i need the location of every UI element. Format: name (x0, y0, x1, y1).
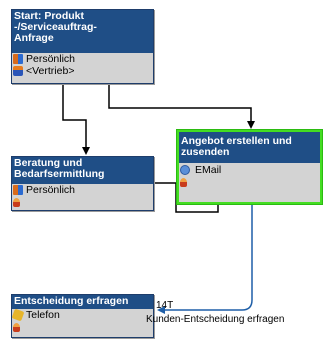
persons-icon (13, 54, 23, 64)
node-angebot-erstellen-zusenden[interactable]: Angebot erstellen und zusenden EMail (177, 130, 322, 204)
edge-start-to-angebot[interactable] (108, 83, 255, 129)
node-angebot-row-channel: EMail (179, 164, 320, 176)
channel-label: EMail (195, 164, 222, 176)
node-beratung-bedarfsermittlung[interactable]: Beratung und Bedarfsermittlung Persönlic… (11, 156, 154, 211)
node-beratung-row-person (12, 196, 153, 208)
node-angebot-row-person (179, 176, 320, 188)
node-start-title-line: Anfrage (14, 32, 54, 44)
node-angebot-title-line: zusenden (181, 146, 230, 158)
email-icon (180, 165, 190, 175)
node-angebot-title-line: Angebot erstellen und (181, 135, 292, 147)
node-start-row-role: <Vertrieb> (12, 65, 153, 77)
person-icon (13, 197, 20, 207)
node-start-title-line: -/Serviceauftrag- (14, 21, 97, 33)
channel-label: Persönlich (26, 53, 76, 65)
node-beratung-title-line: Bedarfsermittlung (14, 168, 105, 180)
node-entscheidung-header: Entscheidung erfragen (12, 295, 153, 309)
node-start-header: Start: Produkt -/Serviceauftrag- Anfrage (12, 10, 153, 53)
node-angebot-header: Angebot erstellen und zusenden (179, 132, 320, 163)
person-icon (180, 177, 187, 187)
node-beratung-row-channel: Persönlich (12, 184, 153, 196)
persons-icon (13, 185, 23, 195)
channel-label: Persönlich (26, 184, 76, 196)
node-start-row-channel: Persönlich (12, 53, 153, 65)
node-beratung-header: Beratung und Bedarfsermittlung (12, 157, 153, 184)
channel-label: Telefon (26, 309, 60, 321)
phone-icon (11, 308, 25, 322)
node-entscheidung-row-channel: Telefon (11, 308, 153, 322)
node-entscheidung-title-line: Entscheidung erfragen (14, 295, 129, 307)
edge-delay-label: 14T (156, 300, 174, 311)
node-start-produkt-anfrage[interactable]: Start: Produkt -/Serviceauftrag- Anfrage… (11, 9, 154, 84)
edge-start-to-beratung[interactable] (62, 83, 90, 155)
node-beratung-title-line: Beratung und (14, 157, 83, 169)
node-entscheidung-row-person (12, 321, 153, 333)
role-icon (13, 66, 23, 76)
node-start-title-line: Start: Produkt (14, 10, 85, 22)
edge-wait-label: Kunden-Entscheidung erfragen (146, 314, 285, 325)
person-icon (13, 322, 20, 332)
role-label: <Vertrieb> (26, 65, 75, 77)
node-entscheidung-erfragen[interactable]: Entscheidung erfragen Telefon (11, 294, 154, 338)
edge-angebot-to-entscheidung[interactable] (157, 204, 253, 314)
